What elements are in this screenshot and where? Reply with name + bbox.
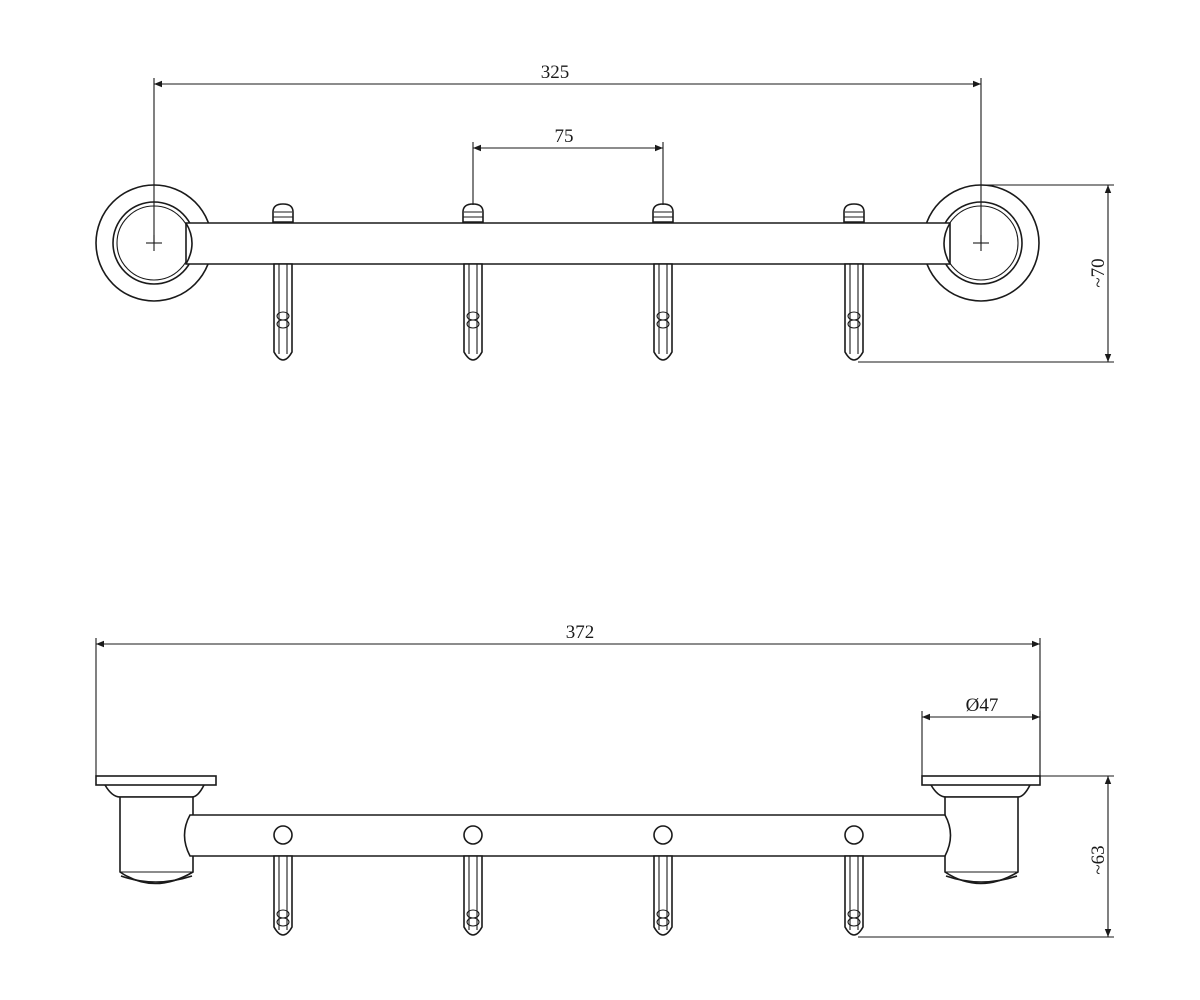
front-hook-2 [463,825,483,936]
top-hooks [272,203,865,361]
dimension-325: 325 [153,62,982,243]
dim-label-372: 372 [566,622,595,643]
top-hook-3 [652,203,674,361]
front-bar [183,814,952,857]
dim-label-d47: Ø47 [966,695,999,716]
top-view: 325 75 ~70 [95,62,1114,363]
dim-label-63: ~63 [1088,845,1109,874]
top-hook-1 [272,203,294,361]
dim-label-325: 325 [541,62,570,83]
front-hook-3 [653,825,673,936]
front-hooks [273,825,864,936]
front-hook-4 [844,825,864,936]
right-mount [921,775,1041,885]
top-bar [185,222,951,265]
dim-label-75: 75 [555,126,574,147]
front-hook-1 [273,825,293,936]
dimension-75: 75 [472,126,664,205]
front-view: 372 Ø47 ~63 [95,622,1114,938]
dimension-372: 372 [95,622,1041,776]
left-mount [95,775,217,885]
top-hook-4 [843,203,865,361]
dimension-70: ~70 [858,184,1114,363]
dimension-63: ~63 [858,775,1114,938]
dim-label-70: ~70 [1088,258,1109,287]
dimension-d47: Ø47 [921,695,1041,776]
